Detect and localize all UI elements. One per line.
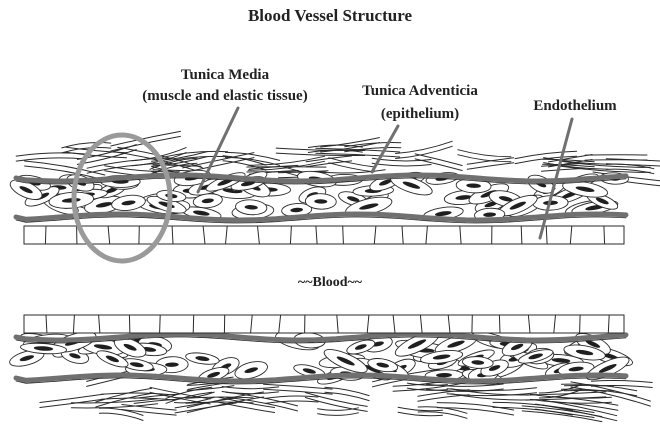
adventicia-fiber	[318, 413, 359, 416]
adventicia-fiber	[101, 398, 174, 400]
adventicia-fiber	[418, 395, 469, 402]
adventicia-fiber	[305, 393, 367, 407]
adventicia-fiber	[264, 389, 333, 394]
tunica-media-label: Tunica Media	[110, 65, 340, 85]
adventicia-fiber	[99, 413, 143, 420]
adventicia-fiber	[222, 392, 279, 394]
adventicia-fiber	[122, 405, 176, 411]
endothelium-layer	[24, 226, 624, 244]
endothelial-cell-border	[521, 226, 522, 244]
endothelial-cell-border	[604, 226, 605, 244]
endothelial-cell-border	[160, 315, 161, 333]
adventicia-fiber	[515, 151, 577, 158]
adventicia-fiber	[606, 159, 660, 163]
adventicia-fiber	[175, 403, 236, 413]
elastic-lamina	[16, 334, 626, 340]
endothelial-cell-border	[499, 315, 500, 333]
adventicia-fiber	[16, 153, 85, 156]
endothelial-cell-border	[45, 226, 46, 244]
adventicia-fiber	[62, 143, 111, 148]
upper-vessel-wall	[7, 131, 660, 244]
endothelial-cell-border	[580, 315, 581, 333]
adventicia-fiber	[265, 396, 318, 398]
lower-vessel-wall	[8, 315, 652, 422]
adventicia-fiber	[591, 381, 652, 383]
adventicia-fiber	[458, 155, 511, 162]
adventicia-fiber	[458, 150, 511, 157]
adventicia-fiber	[122, 410, 176, 416]
diagram-title: Blood Vessel Structure	[0, 6, 660, 26]
adventicia-fiber	[222, 387, 279, 389]
adventicia-fiber	[318, 408, 359, 411]
adventicia-fiber	[265, 401, 318, 403]
endothelial-cell-border	[193, 315, 194, 333]
adventicia-fiber	[372, 163, 431, 166]
adventicia-fiber	[398, 407, 442, 410]
adventicia-fiber	[396, 141, 453, 153]
tunica-adventicia-note: (epithelium)	[335, 104, 505, 124]
adventicia-fiber	[542, 168, 585, 171]
adventicia-fiber	[329, 163, 374, 172]
endothelium-label: Endothelium	[510, 96, 640, 116]
adventicia-fiber	[40, 394, 104, 402]
endothelial-cell-border	[343, 226, 344, 244]
adventicia-fiber	[415, 154, 462, 166]
adventicia-fiber	[467, 163, 513, 170]
adventicia-fiber	[264, 384, 333, 389]
endothelium-layer	[24, 315, 624, 333]
adventicia-fiber	[25, 161, 105, 175]
adventicia-fiber	[398, 412, 442, 415]
tunica-adventicia-label: Tunica Adventicia	[335, 81, 505, 101]
blood-lumen-label: ~~Blood~~	[230, 273, 430, 293]
adventicia-fiber	[16, 158, 85, 161]
tunica-media-note: (muscle and elastic tissue)	[90, 86, 360, 106]
endothelial-cell-border	[129, 315, 130, 333]
adventicia-fiber	[226, 397, 298, 411]
